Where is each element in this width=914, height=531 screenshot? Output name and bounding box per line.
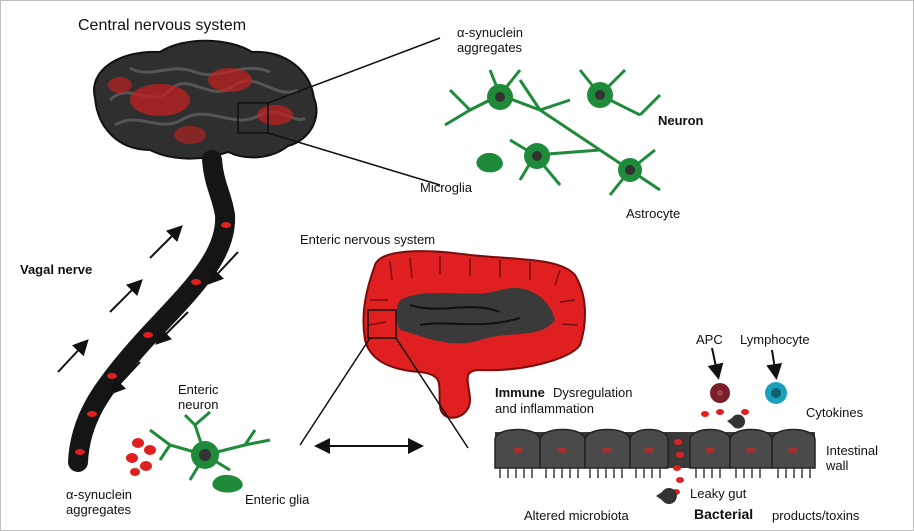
lymphocyte-label: Lymphocyte bbox=[740, 332, 810, 347]
enteric-neuron-label-2: neuron bbox=[178, 397, 218, 412]
enteric-glia-label: Enteric glia bbox=[245, 492, 309, 507]
inflammation-label: and inflammation bbox=[495, 401, 594, 416]
altered-microbiota-label: Altered microbiota bbox=[524, 508, 629, 523]
dysregulation-label: Dysregulation bbox=[553, 385, 633, 400]
intestinal-wall bbox=[495, 430, 815, 479]
bacterium-icon-2 bbox=[727, 415, 745, 429]
microglia-label: Microglia bbox=[420, 180, 472, 195]
immune-label: Immune bbox=[495, 385, 545, 400]
neuron-somas bbox=[487, 82, 642, 182]
enteric-neuron-cell bbox=[150, 412, 270, 493]
cytokines-label: Cytokines bbox=[806, 405, 863, 420]
apc-label: APC bbox=[696, 332, 723, 347]
synuclein-top-label-1: α-synuclein bbox=[457, 25, 523, 40]
vagal-nerve-label: Vagal nerve bbox=[20, 262, 92, 277]
astrocyte-label: Astrocyte bbox=[626, 206, 680, 221]
neuron-label: Neuron bbox=[658, 113, 704, 128]
synuclein-bottom-label-1: α-synuclein bbox=[66, 487, 132, 502]
enteric-glia-cell bbox=[212, 475, 242, 493]
intestinal-label-1: Intestinal bbox=[826, 443, 878, 458]
brain bbox=[94, 41, 316, 159]
bottom-synuclein-aggregates bbox=[126, 438, 156, 476]
bacterial-label: Bacterial bbox=[694, 507, 753, 522]
efferent-arrows bbox=[112, 252, 238, 392]
enteric-neuron-label-1: Enteric bbox=[178, 382, 218, 397]
microglia-cell bbox=[476, 153, 502, 172]
colon bbox=[363, 251, 585, 418]
leaky-gut-label: Leaky gut bbox=[690, 486, 746, 501]
products-toxins-label: products/toxins bbox=[772, 508, 859, 523]
intestinal-label-2: wall bbox=[826, 458, 848, 473]
ens-label: Enteric nervous system bbox=[300, 232, 435, 247]
synuclein-bottom-label-2: aggregates bbox=[66, 502, 131, 517]
cns-label: Central nervous system bbox=[78, 18, 246, 33]
bacterium-icon bbox=[656, 488, 677, 504]
synuclein-top-label-2: aggregates bbox=[457, 40, 522, 55]
afferent-arrows bbox=[58, 228, 180, 372]
